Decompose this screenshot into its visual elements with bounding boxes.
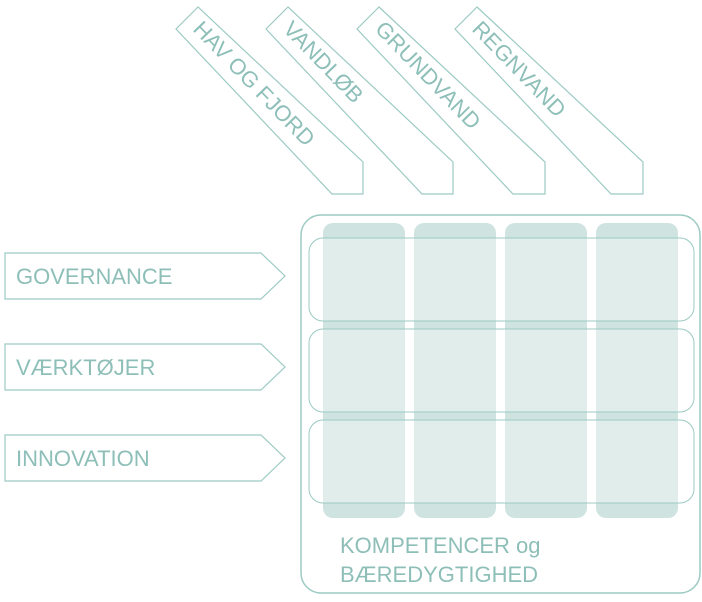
footer-line-2: BÆREDYGTIGHED [340, 562, 538, 587]
row-arrow-innovation: INNOVATION [4, 434, 286, 482]
column-fill-regnvand [596, 223, 678, 518]
column-fills [323, 223, 678, 518]
row-band-governance [308, 237, 695, 322]
column-fill-vandlob [414, 223, 496, 518]
row-bands [308, 237, 695, 504]
row-band-innovation [308, 419, 695, 504]
row-arrow-vaerktojer: VÆRKTØJER [4, 343, 286, 391]
column-fill-hav-og-fjord [323, 223, 405, 518]
column-label-vandlob: VANDLØB [278, 16, 368, 108]
footer-line-1: KOMPETENCER og [340, 533, 541, 558]
row-label-vaerktojer: VÆRKTØJER [16, 355, 155, 380]
row-label-governance: GOVERNANCE [16, 264, 172, 289]
column-arrow-regnvand: REGNVAND [454, 6, 644, 195]
row-label-innovation: INNOVATION [16, 446, 150, 471]
row-band-vaerktojer [308, 328, 695, 413]
row-arrow-governance: GOVERNANCE [4, 252, 286, 300]
column-fill-grundvand [505, 223, 587, 518]
